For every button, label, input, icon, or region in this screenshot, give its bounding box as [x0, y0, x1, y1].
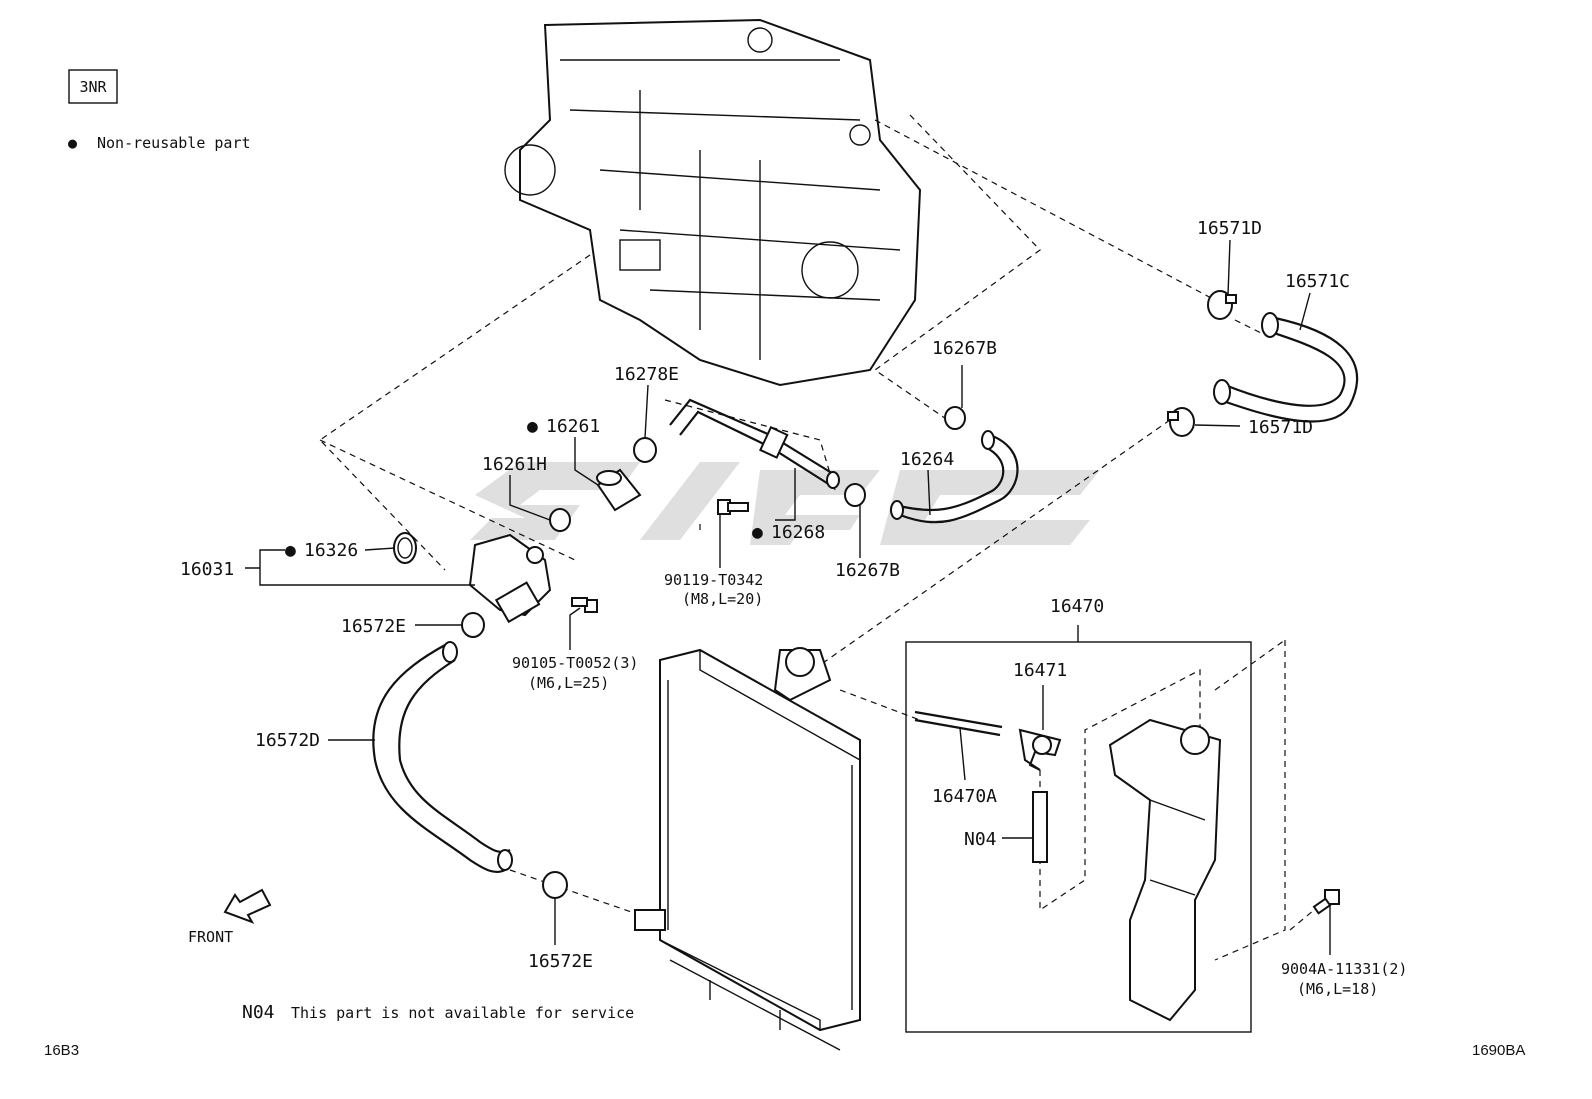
clamp-16572E-bottom — [542, 871, 568, 899]
footnote: N04 This part is not available for servi… — [242, 1002, 634, 1023]
label-90119: 90119-T0342 — [664, 571, 763, 589]
label-16572D: 16572D — [255, 730, 320, 751]
label-16470A: 16470A — [932, 786, 997, 807]
reservoir-tank — [1108, 718, 1222, 1022]
label-16264: 16264 — [900, 449, 954, 470]
label-N04: N04 — [964, 829, 997, 850]
label-90105-spec: (M6,L=25) — [528, 674, 609, 692]
label-16278E: 16278E — [614, 364, 679, 385]
label-16571D-bottom: 16571D — [1248, 417, 1313, 438]
label-16326: 16326 — [304, 540, 358, 561]
legend-text: Non-reusable part — [97, 134, 251, 152]
lower-radiator-hose — [372, 641, 513, 874]
label-16268: 16268 — [771, 522, 825, 543]
reservoir-cap-16471 — [1018, 728, 1062, 771]
clamp-16267B-top — [944, 406, 966, 430]
bypass-pipe-16268 — [669, 398, 840, 489]
label-16572E-bottom: 16572E — [528, 951, 593, 972]
diagram-code-right: 1690BA — [1472, 1042, 1525, 1059]
nonreusable-bullet-icon: ● — [527, 416, 538, 437]
nonreusable-bullet-icon: ● — [285, 540, 296, 561]
pipe-N04 — [1032, 791, 1048, 863]
clamp-16267B-bottom — [844, 483, 866, 507]
label-16571D-top: 16571D — [1197, 218, 1262, 239]
water-inlet-16031 — [468, 533, 552, 624]
label-16571C: 16571C — [1285, 271, 1350, 292]
label-16261: 16261 — [546, 416, 600, 437]
part-labels: 16571D 16571C 16571D 16267B 16278E ● 162… — [180, 218, 1407, 998]
reservoir-assembly-box — [905, 625, 1252, 1033]
label-16572E-top: 16572E — [341, 616, 406, 637]
diagram-code-left: 16B3 — [44, 1042, 79, 1059]
nonreusable-bullet-icon: ● — [752, 522, 763, 543]
hose-16261 — [596, 468, 642, 512]
engine-block — [504, 18, 922, 387]
clamp-16261H — [549, 508, 571, 532]
clamp-16278E — [633, 437, 657, 463]
footnote-code: N04 — [242, 1002, 275, 1023]
upper-radiator-hose — [1213, 312, 1358, 423]
label-9004A: 9004A-11331(2) — [1281, 960, 1407, 978]
front-arrow-icon — [223, 888, 272, 924]
label-90119-spec: (M8,L=20) — [682, 590, 763, 608]
label-16031: 16031 — [180, 559, 234, 580]
label-9004A-spec: (M6,L=18) — [1297, 980, 1378, 998]
label-16470: 16470 — [1050, 596, 1104, 617]
label-16267B-top: 16267B — [932, 338, 997, 359]
overflow-hose-16470A — [914, 710, 1003, 737]
label-16267B-bottom: 16267B — [835, 560, 900, 581]
engine-code: 3NR — [79, 78, 107, 96]
leader-lines — [245, 239, 1331, 955]
bolt-90119 — [717, 499, 749, 515]
front-label: FRONT — [188, 928, 233, 946]
engine-code-box: 3NR — [68, 69, 118, 104]
bolt-9004A — [1312, 889, 1340, 915]
clamp-16571D-bottom — [1167, 407, 1195, 437]
radiator — [634, 647, 861, 1051]
label-16261H: 16261H — [482, 454, 547, 475]
clamp-16571D-top — [1207, 290, 1237, 320]
label-16471: 16471 — [1013, 660, 1067, 681]
legend: ● Non-reusable part — [68, 134, 251, 152]
clamp-16572E-top — [461, 612, 485, 638]
bolt-90105 — [571, 597, 598, 613]
nonreusable-bullet-icon: ● — [68, 134, 77, 152]
hose-16264 — [890, 430, 1019, 524]
footnote-text: This part is not available for service — [291, 1004, 634, 1022]
label-90105: 90105-T0052(3) — [512, 654, 638, 672]
gasket-16326 — [393, 532, 417, 564]
